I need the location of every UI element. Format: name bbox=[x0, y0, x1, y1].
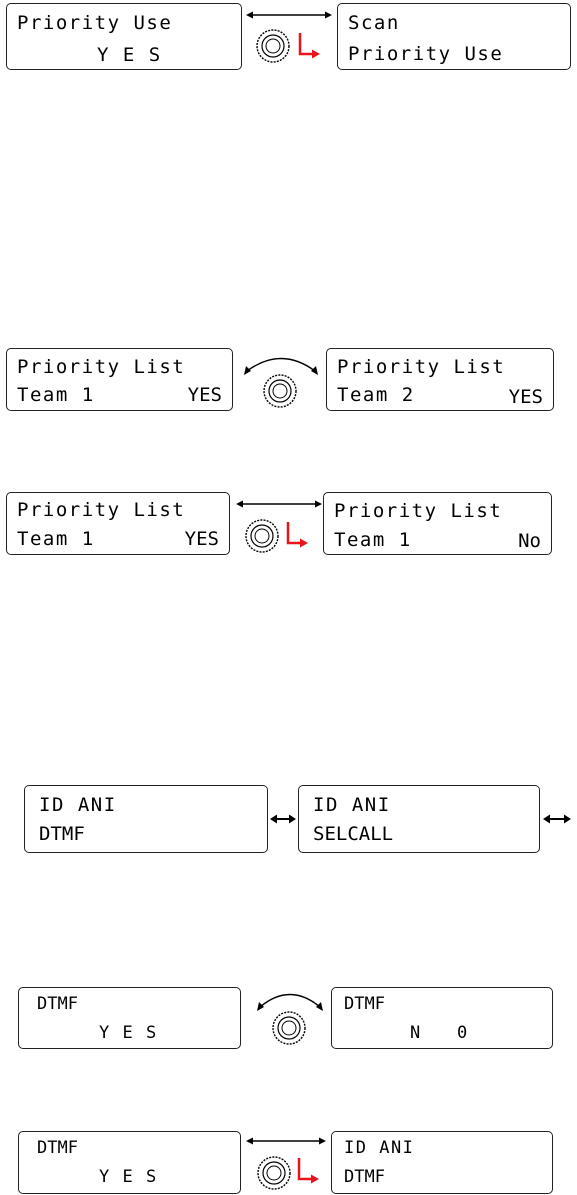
double-arrow-icon bbox=[543, 813, 571, 825]
lcd-line-2: Y E S bbox=[97, 44, 162, 66]
lcd-id-ani-dtmf: ID ANI DTMF bbox=[24, 785, 268, 853]
lcd-line-1: DTMF bbox=[344, 993, 385, 1015]
lcd-line-1: ID ANI bbox=[313, 794, 391, 816]
lcd-line-1: Priority Use bbox=[17, 12, 172, 34]
lcd-line-2: Team 1 bbox=[17, 528, 95, 550]
lcd-line-1: Scan bbox=[348, 12, 400, 34]
lcd-line-1: ID ANI bbox=[344, 1137, 414, 1159]
enter-arrow-icon bbox=[285, 522, 309, 548]
lcd-value: YES bbox=[188, 384, 222, 406]
lcd-line-1: DTMF bbox=[37, 993, 78, 1015]
lcd-dtmf-yes: DTMF Y E S bbox=[18, 1131, 241, 1194]
lcd-id-ani-dtmf: ID ANI DTMF bbox=[331, 1131, 553, 1194]
knob-icon bbox=[256, 1155, 292, 1191]
lcd-value: YES bbox=[509, 386, 543, 408]
lcd-line-2: N 0 bbox=[410, 1022, 469, 1044]
lcd-line-2: DTMF bbox=[344, 1166, 385, 1188]
lcd-priority-list-team2: Priority List Team 2 YES bbox=[326, 348, 554, 411]
lcd-value: No bbox=[518, 530, 541, 552]
rotate-arc-icon bbox=[254, 988, 326, 1012]
knob-icon bbox=[255, 28, 291, 64]
lcd-line-1: ID ANI bbox=[39, 794, 117, 816]
lcd-line-1: Priority List bbox=[337, 356, 505, 378]
lcd-line-1: Priority List bbox=[17, 356, 185, 378]
enter-arrow-icon bbox=[297, 33, 321, 59]
lcd-line-1: Priority List bbox=[17, 499, 185, 521]
double-arrow-icon bbox=[270, 813, 296, 825]
knob-icon bbox=[271, 1010, 307, 1046]
lcd-line-2: SELCALL bbox=[313, 823, 393, 845]
lcd-value: YES bbox=[185, 528, 219, 550]
lcd-priority-list-team1-yes: Priority List Team 1 YES bbox=[6, 492, 230, 555]
lcd-priority-list-team1-no: Priority List Team 1 No bbox=[323, 492, 552, 555]
double-arrow-icon bbox=[246, 1136, 326, 1146]
lcd-priority-use-yes: Priority Use Y E S bbox=[6, 3, 242, 70]
enter-arrow-icon bbox=[296, 1158, 320, 1184]
lcd-line-2: Y E S bbox=[99, 1166, 158, 1188]
knob-icon bbox=[262, 373, 298, 409]
double-arrow-icon bbox=[236, 499, 322, 509]
lcd-scan-priority-use: Scan Priority Use bbox=[337, 3, 571, 70]
lcd-priority-list-team1: Priority List Team 1 YES bbox=[6, 348, 233, 411]
lcd-dtmf-no: DTMF N 0 bbox=[331, 987, 553, 1049]
lcd-line-2: Team 1 bbox=[17, 384, 95, 406]
lcd-line-2: Priority Use bbox=[348, 43, 503, 65]
lcd-id-ani-selcall: ID ANI SELCALL bbox=[298, 785, 540, 853]
lcd-line-2: Team 2 bbox=[337, 384, 415, 406]
lcd-line-1: Priority List bbox=[334, 500, 502, 522]
knob-icon bbox=[244, 518, 280, 554]
lcd-line-2: DTMF bbox=[39, 823, 85, 845]
lcd-line-1: DTMF bbox=[37, 1137, 78, 1159]
lcd-dtmf-yes: DTMF Y E S bbox=[18, 987, 241, 1049]
lcd-line-2: Y E S bbox=[99, 1022, 158, 1044]
double-arrow-icon bbox=[246, 10, 332, 20]
lcd-line-2: Team 1 bbox=[334, 529, 412, 551]
